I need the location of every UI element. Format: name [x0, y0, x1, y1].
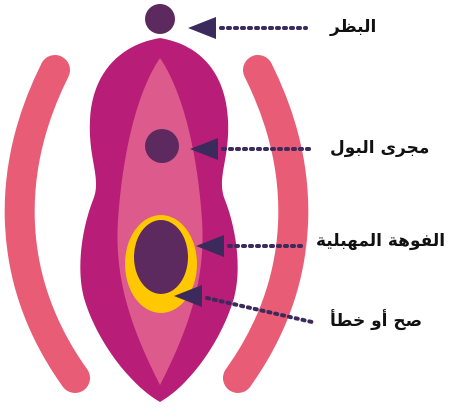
urethra-shape: [145, 129, 179, 163]
clitoris-shape: [145, 4, 175, 34]
label-vaginal-opening: الفوهة المهبلية: [316, 231, 445, 251]
outer-labia-right: [238, 70, 293, 378]
outer-labia-left: [20, 70, 75, 378]
vaginal-opening-shape: [134, 220, 188, 294]
label-clitoris: البظر: [330, 17, 376, 37]
label-urethra: مجرى البول: [330, 138, 429, 158]
arrow-left-dotted-icon: [188, 17, 216, 39]
label-true-or-false[interactable]: صح أو خطأ: [330, 311, 422, 331]
arrow-clitoris: [188, 17, 306, 39]
